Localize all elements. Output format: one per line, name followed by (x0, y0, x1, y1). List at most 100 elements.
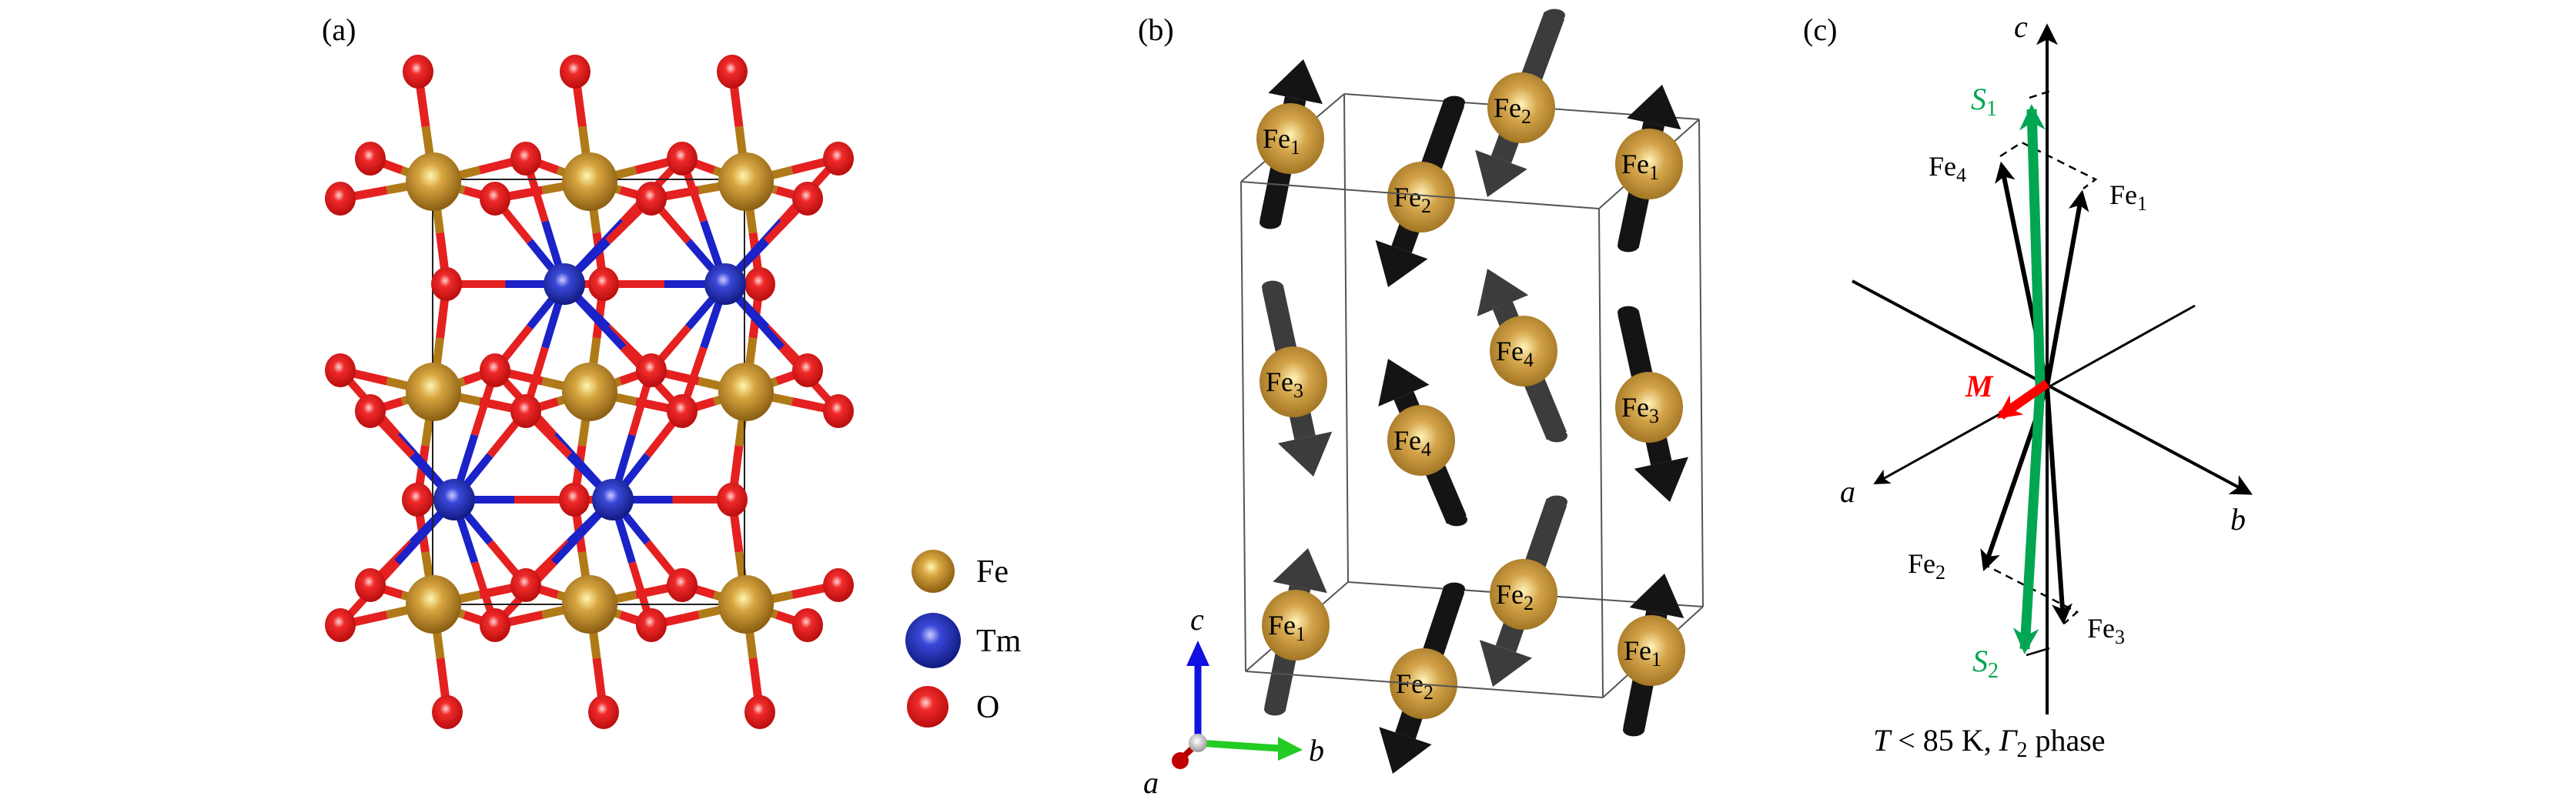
cell-edge (1343, 93, 1349, 583)
fe-atom-sphere (1256, 103, 1324, 174)
fe-atom-sphere (1618, 615, 1685, 686)
fe-atom-sphere (1490, 316, 1557, 386)
label-fe1: Fe1 (2109, 179, 2147, 215)
cell-edge (1240, 181, 1600, 209)
oxygen-atom (402, 483, 433, 517)
legend-item-fe: Fe (912, 550, 1009, 593)
oxygen-atom (559, 483, 590, 517)
oxygen-atom (792, 353, 823, 387)
oxygen-atom (636, 353, 667, 387)
c-axis-label: c (2014, 9, 2028, 44)
fe-site: Fe2 (1379, 582, 1465, 774)
triad-b-arrowhead-icon (1278, 737, 1303, 761)
spin-up-arrowhead-icon (1477, 269, 1529, 316)
label-s1: S1 (1971, 82, 1997, 121)
vector-fe3 (2045, 386, 2073, 625)
label-fe3: Fe3 (2087, 613, 2125, 648)
axis-triad: c b a (1143, 602, 1324, 800)
oxygen-atom (667, 568, 698, 602)
spin-down-arrowhead-icon (1475, 149, 1527, 197)
spin-up-arrowhead-icon (1629, 574, 1684, 618)
oxygen-atom (588, 695, 619, 729)
oxygen-atom (480, 182, 510, 216)
oxygen-atom (510, 568, 541, 602)
fe-site: Fe4 (1378, 359, 1467, 527)
oxygen-atom (403, 55, 433, 89)
spin-arrow-cap (1264, 702, 1286, 716)
fe-atom-sphere (1387, 405, 1455, 476)
oxygen-atom (823, 568, 854, 602)
atoms (325, 55, 854, 729)
thulium-atom (544, 263, 585, 305)
oxygen-atom (823, 142, 854, 176)
label-s2: S2 (1972, 644, 1999, 683)
fe-site: Fe3 (1260, 280, 1333, 477)
triad-label-c: c (1190, 602, 1204, 637)
fe-site-label: Fe1 (1268, 610, 1306, 645)
label-fe4: Fe4 (1929, 151, 1966, 186)
panel-c-label: (c) (1803, 12, 1837, 47)
iron-atom (718, 575, 774, 634)
dash-fe4-fe1 (1999, 141, 2098, 189)
cell-edge (1245, 671, 1604, 698)
fe-sphere-icon (912, 550, 955, 593)
label-m: M (1965, 369, 1994, 403)
spin-arrow-cap (1262, 280, 1283, 294)
iron-atom (718, 152, 774, 211)
triad-origin (1189, 734, 1207, 752)
fe-atom-sphere (1615, 129, 1683, 199)
oxygen-atom (792, 182, 823, 216)
fe-site: Fe1 (1256, 59, 1324, 229)
spin-arrow-cap (1546, 429, 1567, 443)
fe-atom-sphere (1260, 346, 1327, 417)
panel-b-spin-structure: (b) Fe1Fe2Fe2Fe1Fe3Fe4Fe4Fe3Fe1Fe2Fe2Fe1… (1138, 8, 1704, 800)
element-legend: Fe Tm O (905, 550, 1022, 728)
oxygen-atom (667, 394, 698, 428)
oxygen-atom (325, 608, 356, 642)
fe-site-label: Fe3 (1621, 392, 1659, 427)
unit-cell-box-front (1240, 181, 1604, 698)
spin-arrow-cap (1618, 239, 1639, 253)
o-sphere-icon (907, 686, 948, 728)
triad-c-arrowhead-icon (1186, 641, 1209, 666)
fe-site-label: Fe2 (1494, 92, 1531, 128)
oxygen-atom (355, 142, 386, 176)
oxygen-atom (588, 267, 619, 301)
iron-atom (718, 363, 774, 421)
oxygen-atom (325, 353, 356, 387)
fe-atom-sphere (1615, 372, 1683, 443)
oxygen-atom (636, 182, 667, 216)
fe-spin-sites: Fe1Fe2Fe2Fe1Fe3Fe4Fe4Fe3Fe1Fe2Fe2Fe1 (1256, 8, 1689, 774)
oxygen-atom (325, 182, 356, 216)
fe-site-label: Fe1 (1621, 149, 1659, 184)
fe-site: Fe1 (1618, 574, 1685, 737)
triad-label-b: b (1309, 733, 1324, 768)
oxygen-atom (744, 267, 775, 301)
oxygen-atom (510, 394, 541, 428)
fe-site: Fe2 (1479, 495, 1567, 687)
panel-c-spin-vector-diagram: (c) c a b S1 S2 Fe1 Fe2 Fe3 Fe4 M (1803, 9, 2253, 762)
spin-down-arrowhead-icon (1277, 431, 1333, 477)
iron-atom (562, 152, 617, 211)
b-axis-label: b (2230, 502, 2246, 537)
spin-arrow-cap (1444, 95, 1465, 109)
fe-site: Fe4 (1477, 269, 1567, 443)
spin-arrow-cap (1546, 495, 1567, 509)
fe-site: Fe2 (1475, 8, 1565, 197)
legend-label-o: O (976, 690, 999, 725)
oxygen-atom (717, 55, 748, 89)
oxygen-atom (480, 353, 510, 387)
fe-atom-sphere (1387, 162, 1455, 233)
oxygen-atom (431, 267, 462, 301)
fe-atom-sphere (1490, 559, 1557, 630)
oxygen-atom (636, 608, 667, 642)
triad-label-a: a (1143, 765, 1159, 800)
oxygen-atom (560, 55, 590, 89)
iron-atom (562, 575, 617, 634)
fe-site: Fe1 (1262, 548, 1330, 716)
spin-arrow-cap (1446, 513, 1467, 527)
cell-edge (1698, 119, 1704, 607)
legend-item-tm: Tm (905, 613, 1022, 668)
legend-item-o: O (907, 686, 999, 728)
vector-fe1 (2045, 189, 2089, 387)
